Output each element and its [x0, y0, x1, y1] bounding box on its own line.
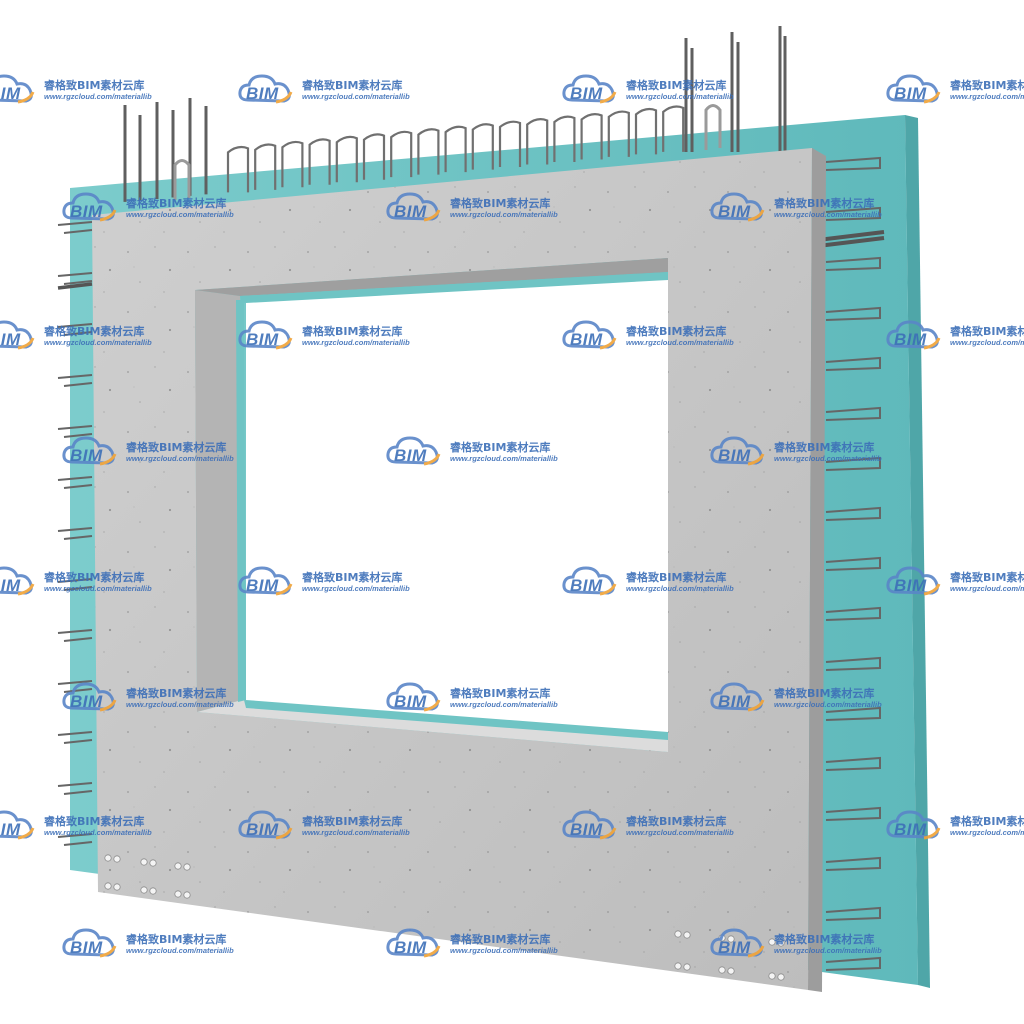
side-rebar-right [825, 756, 881, 771]
side-rebar-left [57, 782, 93, 795]
window-opening [246, 280, 668, 732]
loop-rebar [498, 120, 522, 168]
grout-hole [183, 863, 191, 871]
grout-hole [718, 966, 726, 974]
loop-rebar [390, 130, 413, 178]
side-rebar-right [825, 656, 881, 671]
loop-rebar [226, 145, 250, 193]
side-rebar-left [57, 323, 93, 336]
side-rebar-right [825, 806, 881, 821]
loop-rebar [281, 140, 304, 188]
ribbed-rebar [817, 236, 885, 248]
side-rebar-right [825, 506, 881, 521]
side-rebar-right [825, 406, 881, 421]
ribbed-rebar [817, 230, 885, 242]
side-rebar-right [825, 256, 881, 271]
side-rebar-left [57, 731, 93, 744]
grout-hole [777, 939, 785, 947]
side-rebar-right [825, 306, 881, 321]
side-rebar-right [825, 456, 881, 471]
loop-rebar [662, 105, 685, 152]
window-insulation-strip-left [236, 300, 246, 702]
top-loop-rebars [226, 105, 685, 193]
grout-hole [683, 963, 691, 971]
grout-hole [174, 862, 182, 870]
grout-hole [174, 890, 182, 898]
side-rebar-right [825, 156, 881, 171]
side-rebar-left [57, 476, 93, 489]
side-rebar-right [825, 906, 881, 921]
grout-hole [727, 967, 735, 975]
window-insulation-strip-bottom [244, 700, 668, 740]
grout-hole [674, 930, 682, 938]
grout-hole [768, 938, 776, 946]
loop-rebar [471, 123, 494, 170]
lifting-hook [173, 159, 191, 200]
loop-rebar [308, 138, 331, 185]
grout-hole [674, 962, 682, 970]
grout-hole [140, 886, 148, 894]
loop-rebar [444, 125, 467, 173]
ribbed-rebar [57, 282, 93, 290]
side-rebar-right [825, 356, 881, 371]
side-rebars [57, 156, 885, 971]
side-rebar-right [825, 206, 881, 221]
loop-rebar [335, 135, 358, 183]
side-rebar-left [57, 374, 93, 387]
window-insulation-strip-top [240, 272, 668, 303]
loop-rebar [580, 113, 603, 160]
side-rebar-left [57, 833, 93, 846]
side-rebar-left [57, 272, 93, 285]
grout-hole [104, 854, 112, 862]
loop-rebar [607, 110, 630, 157]
grout-hole [727, 935, 735, 943]
loop-rebar [553, 115, 576, 162]
loop-rebar [417, 128, 440, 175]
grout-hole [149, 887, 157, 895]
side-rebar-right [825, 956, 881, 971]
panel-side-face [808, 148, 826, 992]
loop-rebar [526, 118, 549, 165]
grout-hole [113, 855, 121, 863]
side-rebar-right [825, 706, 881, 721]
top-vertical-rebars [123, 26, 787, 202]
loop-rebar [254, 143, 277, 190]
side-rebar-left [57, 578, 93, 591]
grout-hole [113, 883, 121, 891]
side-rebar-right [825, 556, 881, 571]
grout-hole [777, 973, 785, 981]
lifting-hook [704, 104, 722, 150]
grout-hole [104, 882, 112, 890]
loop-rebar [362, 133, 386, 180]
side-rebar-right [825, 606, 881, 621]
grout-hole [140, 858, 148, 866]
window-reveal-left [195, 290, 242, 712]
grout-hole [149, 859, 157, 867]
window-reveal-top [195, 258, 668, 296]
grout-hole [718, 934, 726, 942]
grout-hole [183, 891, 191, 899]
side-rebar-left [57, 527, 93, 540]
side-rebar-right [825, 856, 881, 871]
grout-hole [768, 972, 776, 980]
side-rebar-left [57, 221, 93, 234]
loop-rebar [634, 107, 658, 155]
grout-hole [683, 931, 691, 939]
side-rebar-left [57, 629, 93, 642]
